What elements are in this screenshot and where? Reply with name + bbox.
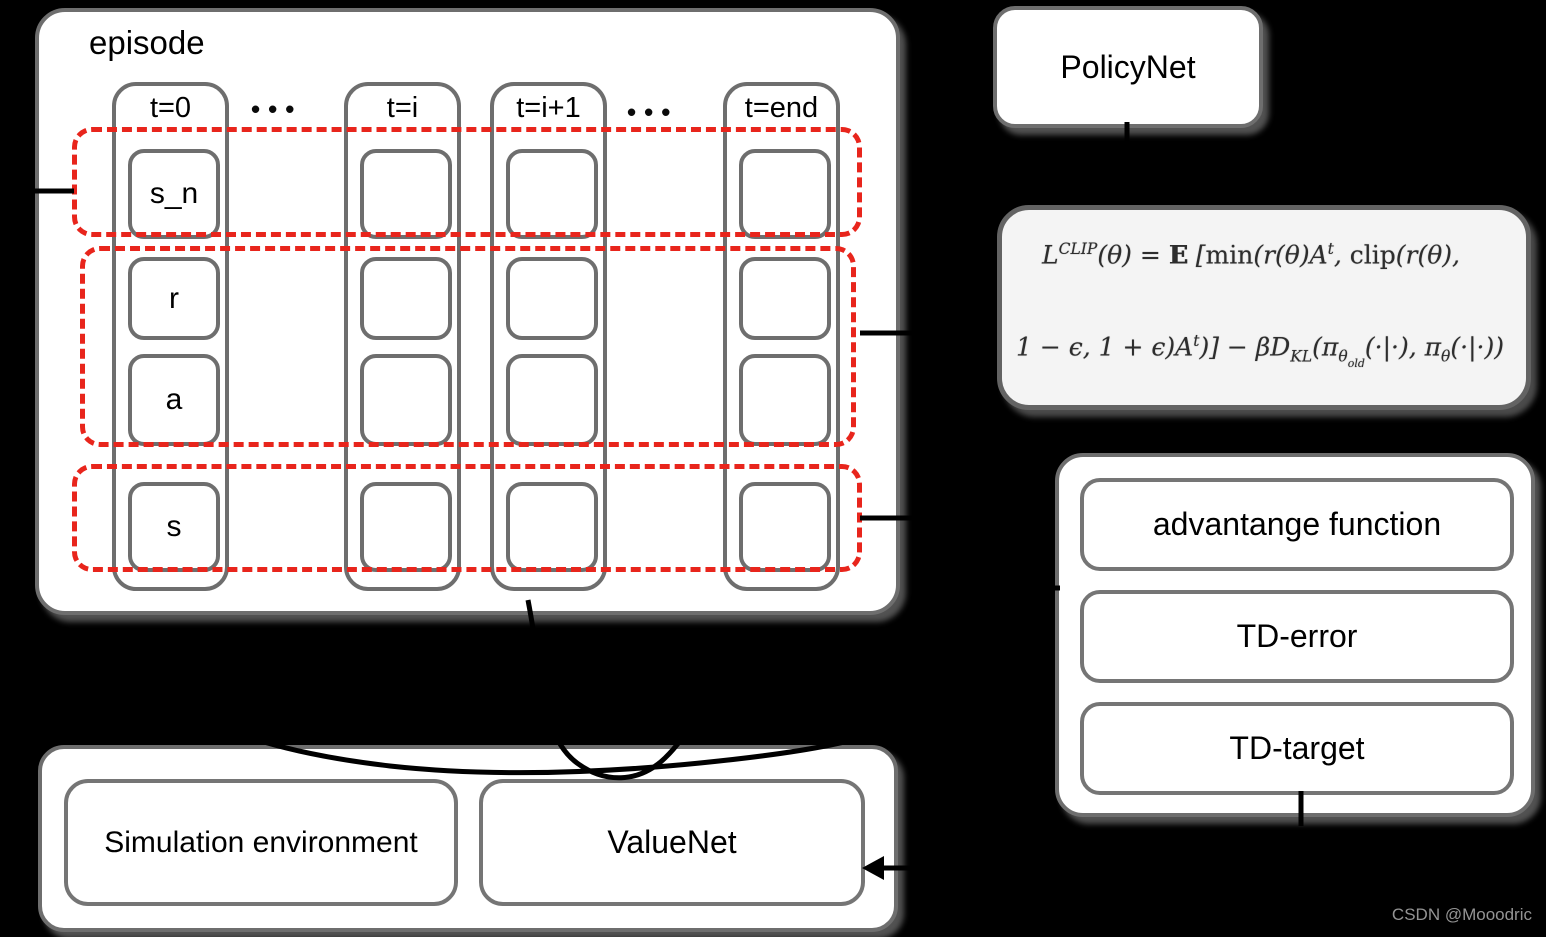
valuenet-label: ValueNet xyxy=(607,824,737,860)
advantage-function-box: advantange function xyxy=(1080,478,1514,571)
td-target-box: TD-target xyxy=(1080,702,1514,795)
policynet-label: PolicyNet xyxy=(1060,48,1196,85)
cell-s: s xyxy=(128,482,220,572)
policynet-box: PolicyNet xyxy=(993,6,1263,128)
ellipsis: ••• xyxy=(251,94,303,124)
episode-cell xyxy=(506,257,598,340)
timestep-label: t=i+1 xyxy=(516,92,581,124)
episode-cell xyxy=(360,354,452,446)
td-error-box: TD-error xyxy=(1080,590,1514,683)
td-error-label: TD-error xyxy=(1236,618,1358,654)
td-target-label: TD-target xyxy=(1229,730,1365,766)
environment-panel: Simulation environment ValueNet xyxy=(38,745,898,932)
timestep-column-tend: t=end xyxy=(723,82,840,591)
episode-cell xyxy=(506,354,598,446)
watermark: CSDN @Mooodric xyxy=(1391,905,1532,924)
formula-line-2: 1 − ϵ, 1 + ϵ)At)] − βDKL(πθold(·|·), πθ(… xyxy=(1016,332,1504,371)
timestep-column-ti1: t=i+1 xyxy=(490,82,607,591)
valuenet-box: ValueNet xyxy=(479,779,865,906)
advantage-panel: advantange function TD-error TD-target xyxy=(1055,453,1535,817)
timestep-column-t0: t=0 s_n r a s xyxy=(112,82,229,591)
episode-cell xyxy=(739,482,831,572)
cell-s_n: s_n xyxy=(128,149,220,239)
episode-cell xyxy=(506,149,598,239)
episode-cell xyxy=(739,257,831,340)
simulation-environment-label: Simulation environment xyxy=(104,825,418,859)
clip-loss-formula-box: LCLIP(θ) = E [min(r(θ)At, clip(r(θ), 1 −… xyxy=(997,205,1531,410)
simulation-environment-box: Simulation environment xyxy=(64,779,458,906)
advantage-function-label: advantange function xyxy=(1152,506,1442,542)
timestep-column-ti: t=i xyxy=(344,82,461,591)
episode-cell xyxy=(739,149,831,239)
episode-cell xyxy=(739,354,831,446)
timestep-label: t=end xyxy=(744,92,819,124)
formula-line-1: LCLIP(θ) = E [min(r(θ)At, clip(r(θ), xyxy=(1042,240,1460,270)
episode-cell xyxy=(360,482,452,572)
episode-cell xyxy=(360,257,452,340)
episode-cell xyxy=(360,149,452,239)
cell-a: a xyxy=(128,354,220,446)
cell-r: r xyxy=(128,257,220,340)
episode-title: episode xyxy=(89,24,205,61)
timestep-label: t=i xyxy=(386,92,419,124)
ellipsis: ••• xyxy=(627,97,679,127)
episode-box: episode t=0 s_n r a s ••• t=i t=i+1 xyxy=(35,8,900,615)
timestep-label: t=0 xyxy=(149,92,192,124)
episode-cell xyxy=(506,482,598,572)
